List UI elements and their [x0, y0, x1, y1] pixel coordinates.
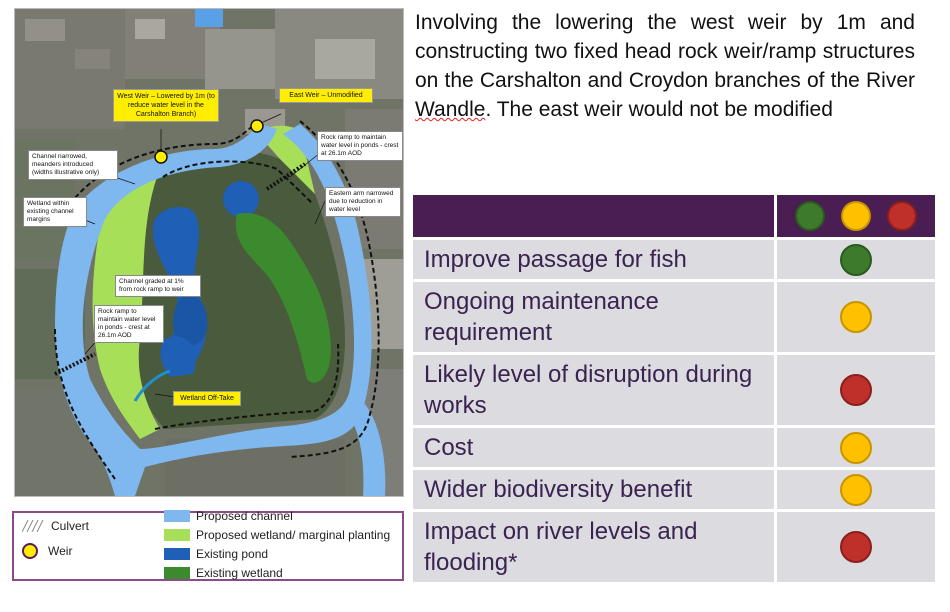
proposed-channel-swatch — [164, 510, 190, 522]
map-label-eastern-arm: Eastern arm narrowed due to reduction in… — [325, 187, 401, 217]
red-rating-dot-icon — [840, 374, 872, 406]
criteria-label: Cost — [413, 426, 777, 470]
description-text-2: . The east weir would not be modified — [485, 98, 833, 121]
site-map: West Weir – Lowered by 1m (to reduce wat… — [14, 8, 404, 497]
map-label-rock-ramp-east: Rock ramp to maintain water level in pon… — [317, 131, 403, 161]
existing-pond-swatch — [164, 548, 190, 560]
amber-rating-dot-icon — [840, 431, 872, 464]
map-label-rock-ramp-west: Rock ramp to maintain water level in pon… — [94, 305, 164, 343]
map-label-wetland-within: Wetland within existing channel margins — [23, 197, 87, 227]
criteria-label: Wider biodiversity benefit — [413, 468, 777, 512]
weir-icon — [22, 543, 38, 559]
legend-proposed-wetland-label: Proposed wetland/ marginal planting — [196, 528, 391, 542]
legend-proposed-wetland: Proposed wetland/ marginal planting — [164, 528, 390, 542]
criteria-header-row — [413, 195, 935, 240]
criteria-row: Improve passage for fish — [413, 238, 935, 282]
aerial-map-graphic — [15, 9, 403, 496]
option-description: Involving the lowering the west weir by … — [415, 8, 915, 124]
description-text-1: Involving the lowering the west weir by … — [415, 11, 915, 92]
rag-key — [775, 195, 935, 240]
green-rating-dot-icon — [840, 243, 872, 276]
legend-culvert-label: Culvert — [51, 519, 90, 533]
description-text-wandle: Wandle — [415, 98, 486, 121]
map-label-channel-narrowed: Channel narrowed, meanders introduced (w… — [28, 150, 118, 180]
criteria-row: Impact on river levels and flooding* — [413, 510, 935, 585]
criteria-rating — [775, 468, 935, 512]
criteria-rating — [775, 280, 935, 355]
proposed-wetland-swatch — [164, 529, 190, 541]
red-dot-icon — [887, 201, 917, 231]
map-label-wetland-offtake: Wetland Off-Take — [173, 391, 241, 406]
east-weir-marker — [250, 119, 264, 133]
criteria-row: Cost — [413, 426, 935, 470]
map-label-west-weir: West Weir – Lowered by 1m (to reduce wat… — [113, 89, 219, 122]
criteria-label: Likely level of disruption during works — [413, 353, 777, 428]
legend-existing-wetland-label: Existing wetland — [196, 566, 283, 580]
map-label-east-weir: East Weir – Unmodified — [279, 88, 373, 103]
criteria-row: Ongoing maintenance requirement — [413, 280, 935, 355]
map-label-channel-graded: Channel graded at 1% from rock ramp to w… — [115, 275, 201, 297]
legend-weir-label: Weir — [48, 544, 73, 558]
map-legend: Culvert Weir Proposed channel Proposed w… — [12, 509, 404, 581]
criteria-label: Improve passage for fish — [413, 238, 777, 282]
criteria-rating — [775, 238, 935, 282]
criteria-rating — [775, 510, 935, 585]
west-weir-marker — [154, 150, 168, 164]
legend-culvert: Culvert — [21, 519, 90, 533]
criteria-rating — [775, 426, 935, 470]
legend-existing-pond: Existing pond — [164, 547, 268, 561]
culvert-icon — [21, 519, 46, 533]
green-dot-icon — [795, 201, 825, 231]
criteria-label: Impact on river levels and flooding* — [413, 510, 777, 585]
criteria-row: Likely level of disruption during works — [413, 353, 935, 428]
legend-weir: Weir — [22, 543, 72, 559]
legend-proposed-channel: Proposed channel — [164, 509, 293, 523]
criteria-rating — [775, 353, 935, 428]
criteria-header-blank — [413, 195, 777, 240]
legend-proposed-channel-label: Proposed channel — [196, 509, 293, 523]
red-rating-dot-icon — [840, 531, 872, 563]
legend-existing-pond-label: Existing pond — [196, 547, 269, 561]
amber-rating-dot-icon — [840, 301, 872, 333]
amber-rating-dot-icon — [840, 473, 872, 506]
criteria-label: Ongoing maintenance requirement — [413, 280, 777, 355]
legend-existing-wetland: Existing wetland — [164, 566, 283, 580]
existing-wetland-swatch — [164, 567, 190, 579]
amber-dot-icon — [841, 201, 871, 231]
criteria-row: Wider biodiversity benefit — [413, 468, 935, 512]
